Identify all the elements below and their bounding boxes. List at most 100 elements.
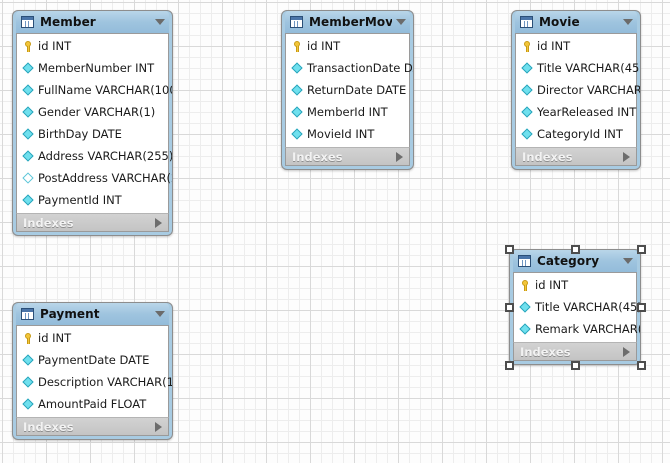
chevron-right-icon[interactable] xyxy=(396,152,403,162)
chevron-down-icon[interactable] xyxy=(623,258,633,264)
indexes-label: Indexes xyxy=(522,150,623,164)
table-header[interactable]: Movie xyxy=(515,11,637,33)
column-row[interactable]: MemberNumber INT xyxy=(17,57,168,79)
indexes-section-bar[interactable]: Indexes xyxy=(16,417,169,436)
chevron-down-icon[interactable] xyxy=(623,19,633,25)
table-figure-member[interactable]: Member id INT MemberNumber INT FullName VAR… xyxy=(12,10,173,236)
selection-handle-s[interactable] xyxy=(571,361,580,370)
table-figure-payment[interactable]: Payment id INT PaymentDate DATE Description… xyxy=(12,302,173,440)
diamond-icon xyxy=(519,323,532,336)
column-label: AmountPaid FLOAT xyxy=(38,397,146,411)
selection-handle-n[interactable] xyxy=(571,245,580,254)
column-label: Gender VARCHAR(1) xyxy=(38,105,155,119)
diamond-icon xyxy=(22,62,35,75)
column-row[interactable]: MemberId INT xyxy=(286,101,409,123)
column-row[interactable]: id INT xyxy=(17,327,168,349)
diamond-icon xyxy=(521,84,534,97)
chevron-down-icon[interactable] xyxy=(155,311,165,317)
diamond-icon xyxy=(22,354,35,367)
column-row[interactable]: id INT xyxy=(516,35,636,57)
column-row[interactable]: PostAddress VARCHAR(255) xyxy=(17,167,168,189)
table-figure-category[interactable]: Categoryid INTTitle VARCHAR(45)Remark VA… xyxy=(509,249,641,365)
table-name-label: Member xyxy=(40,15,151,29)
diamond-icon xyxy=(519,301,532,314)
indexes-section-bar[interactable]: Indexes xyxy=(16,213,169,232)
selection-handle-ne[interactable] xyxy=(637,245,646,254)
diamond-icon xyxy=(291,106,304,119)
column-label: ReturnDate DATE xyxy=(307,83,406,97)
column-row[interactable]: TransactionDate DATE xyxy=(286,57,409,79)
table-figure-membermovie[interactable]: MemberMovieid INTTransactionDate DATERet… xyxy=(281,10,414,170)
table-header[interactable]: MemberMovie xyxy=(285,11,410,33)
column-row[interactable]: MovieId INT xyxy=(286,123,409,145)
column-label: FullName VARCHAR(100) xyxy=(38,83,173,97)
column-row[interactable]: AmountPaid FLOAT xyxy=(17,393,168,415)
diamond-icon xyxy=(291,62,304,75)
selection-handle-w[interactable] xyxy=(505,303,514,312)
column-label: Remark VARCHAR(500) xyxy=(535,322,641,336)
table-name-label: Category xyxy=(537,254,619,268)
diamond-icon xyxy=(521,128,534,141)
chevron-down-icon[interactable] xyxy=(155,19,165,25)
chevron-right-icon[interactable] xyxy=(155,218,162,228)
column-label: Title VARCHAR(45) xyxy=(535,300,641,314)
table-header[interactable]: Member xyxy=(16,11,169,33)
selection-handle-sw[interactable] xyxy=(505,361,514,370)
chevron-down-icon[interactable] xyxy=(396,19,406,25)
column-row[interactable]: Description VARCHAR(100) xyxy=(17,371,168,393)
column-label: CategoryId INT xyxy=(537,127,623,141)
table-figure-movie[interactable]: Movie id INT Title VARCHAR(45)Director VAR… xyxy=(511,10,641,170)
column-label: Address VARCHAR(255) xyxy=(38,149,173,163)
column-row[interactable]: Remark VARCHAR(500) xyxy=(514,318,636,340)
column-row[interactable]: FullName VARCHAR(100) xyxy=(17,79,168,101)
column-label: MovieId INT xyxy=(307,127,374,141)
column-row[interactable]: CategoryId INT xyxy=(516,123,636,145)
column-label: id INT xyxy=(38,331,71,345)
indexes-section-bar[interactable]: Indexes xyxy=(515,147,637,166)
selection-handle-e[interactable] xyxy=(637,303,646,312)
indexes-section-bar[interactable]: Indexes xyxy=(513,342,637,361)
column-label: PaymentDate DATE xyxy=(38,353,149,367)
column-row[interactable]: Address VARCHAR(255) xyxy=(17,145,168,167)
column-label: Description VARCHAR(100) xyxy=(38,375,173,389)
column-label: TransactionDate DATE xyxy=(307,61,414,75)
table-icon xyxy=(520,16,533,28)
chevron-right-icon[interactable] xyxy=(623,347,630,357)
indexes-section-bar[interactable]: Indexes xyxy=(285,147,410,166)
column-row[interactable]: Title VARCHAR(45) xyxy=(516,57,636,79)
diamond-icon xyxy=(22,84,35,97)
key-icon xyxy=(291,40,304,53)
column-label: MemberId INT xyxy=(307,105,388,119)
column-row[interactable]: BirthDay DATE xyxy=(17,123,168,145)
diamond-icon xyxy=(291,128,304,141)
column-label: id INT xyxy=(537,39,570,53)
selection-handle-nw[interactable] xyxy=(505,245,514,254)
diamond-icon xyxy=(22,150,35,163)
column-row[interactable]: id INT xyxy=(514,274,636,296)
table-column-list: id INT PaymentDate DATE Description VARCHA… xyxy=(16,325,169,417)
table-header[interactable]: Payment xyxy=(16,303,169,325)
column-row[interactable]: id INT xyxy=(17,35,168,57)
indexes-label: Indexes xyxy=(520,345,623,359)
column-row[interactable]: id INT xyxy=(286,35,409,57)
column-row[interactable]: ReturnDate DATE xyxy=(286,79,409,101)
table-column-list: id INTTitle VARCHAR(45)Remark VARCHAR(50… xyxy=(513,272,637,342)
chevron-right-icon[interactable] xyxy=(623,152,630,162)
indexes-label: Indexes xyxy=(292,150,396,164)
column-row[interactable]: PaymentDate DATE xyxy=(17,349,168,371)
column-label: MemberNumber INT xyxy=(38,61,154,75)
column-row[interactable]: Title VARCHAR(45) xyxy=(514,296,636,318)
column-label: PostAddress VARCHAR(255) xyxy=(38,171,173,185)
column-row[interactable]: Gender VARCHAR(1) xyxy=(17,101,168,123)
column-row[interactable]: Director VARCHAR(45) xyxy=(516,79,636,101)
chevron-right-icon[interactable] xyxy=(155,422,162,432)
column-row[interactable]: YearReleased INT xyxy=(516,101,636,123)
table-column-list: id INTTransactionDate DATE ReturnDate DAT… xyxy=(285,33,410,147)
key-icon xyxy=(519,279,532,292)
key-icon xyxy=(22,40,35,53)
column-row[interactable]: PaymentId INT xyxy=(17,189,168,211)
selection-handle-se[interactable] xyxy=(637,361,646,370)
key-icon xyxy=(521,40,534,53)
diamond-icon xyxy=(22,398,35,411)
